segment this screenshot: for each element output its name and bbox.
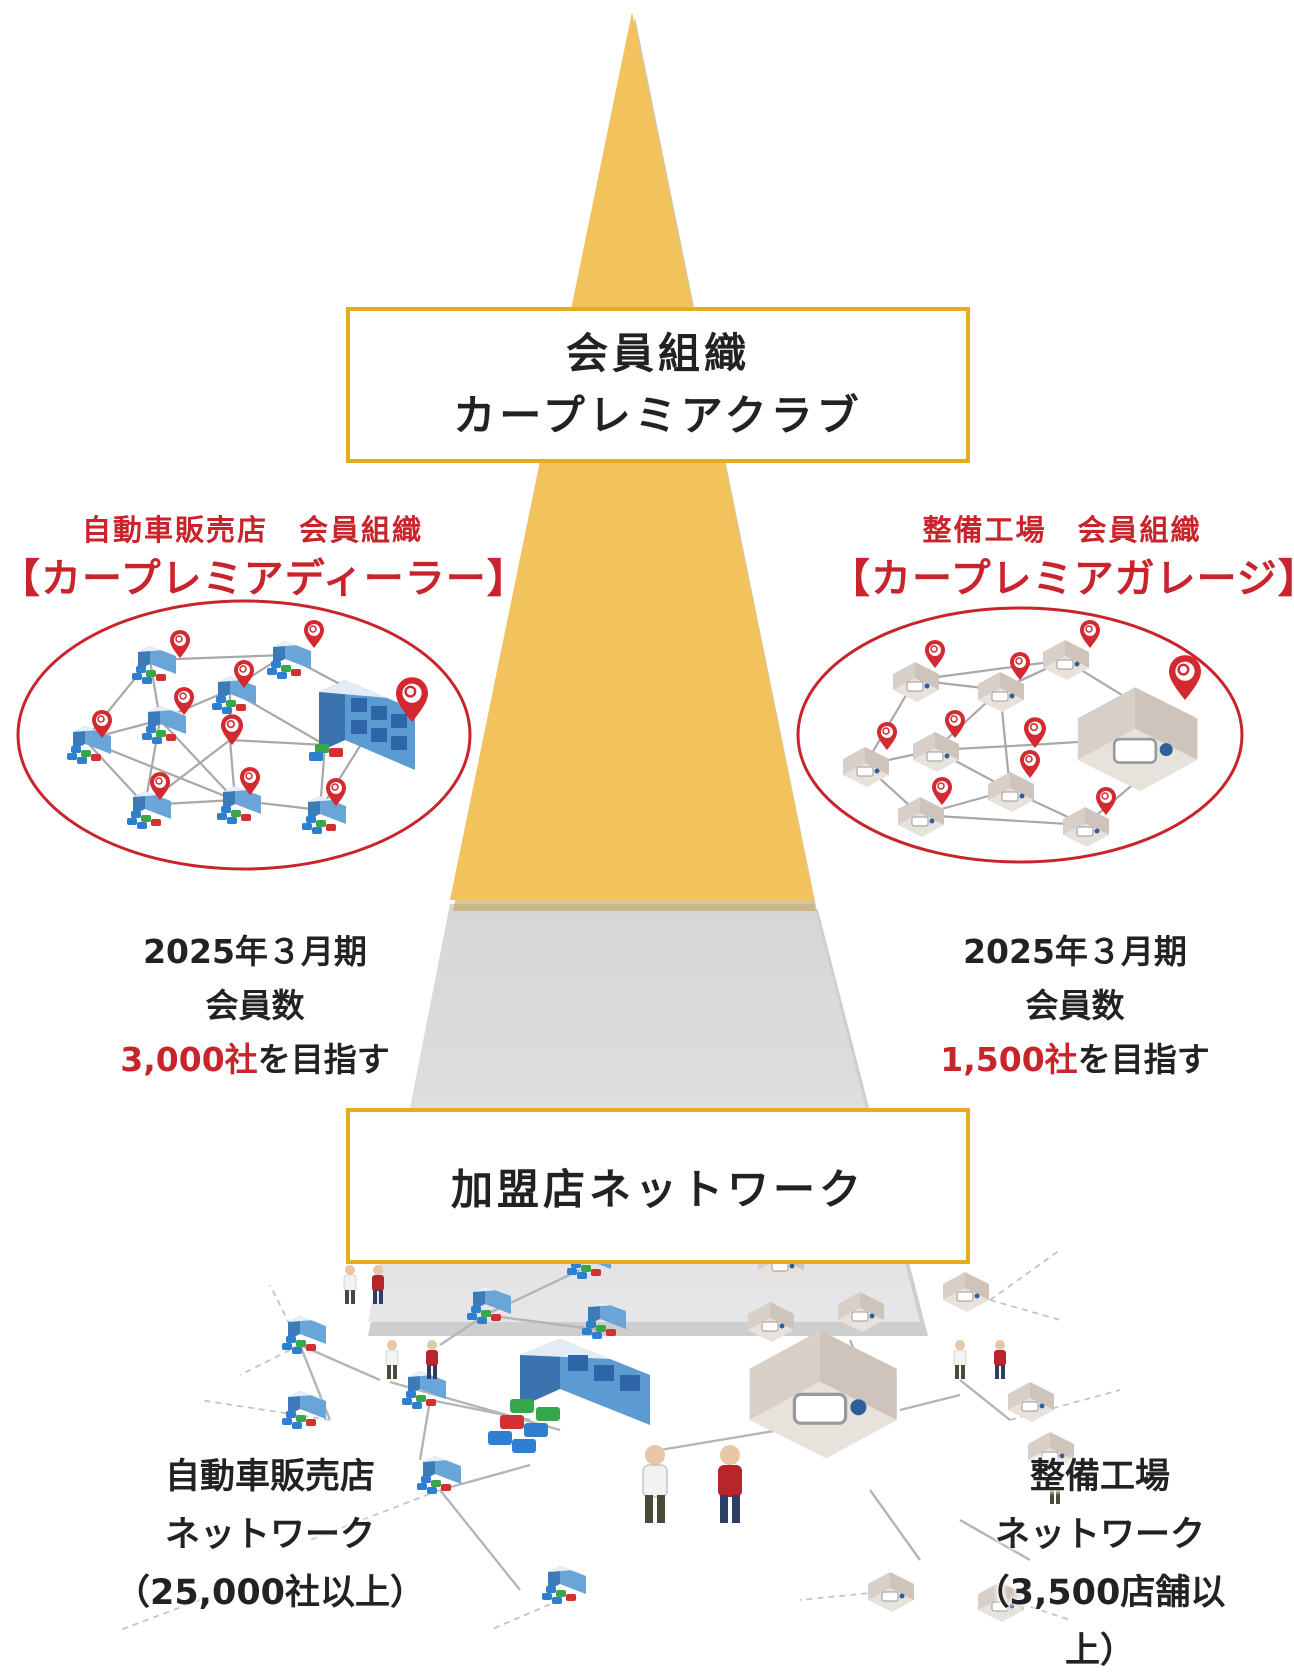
garage-goal-period: 2025年３月期	[963, 932, 1187, 971]
garage-network-label: 整備工場 ネットワーク （3,500店舗以上）	[950, 1448, 1250, 1680]
franchise-network-illustration	[119, 1241, 1121, 1631]
dealer-goal-value: 3,000社	[120, 1040, 258, 1079]
dealer-org-heading: 自動車販売店 会員組織 【カープレミアディーラー】	[0, 510, 528, 608]
garage-goal-suffix: を目指す	[1077, 1040, 1210, 1079]
dealer-goal-target: 3,000社を目指す	[60, 1033, 450, 1087]
garage-network-illustration	[796, 606, 1244, 864]
dealer-network-line2: ネットワーク	[164, 1515, 375, 1555]
garage-network-line2: ネットワーク	[994, 1515, 1205, 1555]
member-club-line2: カープレミアクラブ	[453, 391, 863, 440]
dealer-network-line1: 自動車販売店	[164, 1457, 375, 1497]
garage-goal: 2025年３月期 会員数 1,500社を目指す	[880, 925, 1270, 1087]
member-club-line1: 会員組織	[565, 329, 750, 378]
dealer-goal-period: 2025年３月期	[143, 932, 367, 971]
dealer-goal-label: 会員数	[205, 986, 305, 1025]
franchise-network-box: 加盟店ネットワーク	[346, 1108, 970, 1264]
dealer-network-label: 自動車販売店 ネットワーク （25,000社以上）	[110, 1448, 430, 1622]
dealer-goal: 2025年３月期 会員数 3,000社を目指す	[60, 925, 450, 1087]
franchise-network-label: 加盟店ネットワーク	[450, 1164, 865, 1214]
garage-network-line1: 整備工場	[1029, 1457, 1170, 1497]
garage-org-heading: 整備工場 会員組織 【カープレミアガレージ】	[830, 510, 1294, 608]
garage-goal-value: 1,500社	[940, 1040, 1078, 1079]
dealer-network-illustration	[16, 599, 472, 871]
garage-org-title: 【カープレミアガレージ】	[830, 556, 1294, 602]
dealer-org-subtitle: 自動車販売店 会員組織	[81, 513, 423, 547]
dealer-network-line3: （25,000社以上）	[114, 1573, 426, 1613]
member-club-box: 会員組織 カープレミアクラブ	[346, 307, 970, 463]
dealer-org-title: 【カープレミアディーラー】	[0, 556, 528, 602]
garage-network-line3: （3,500店舗以上）	[974, 1573, 1226, 1671]
garage-org-subtitle: 整備工場 会員組織	[922, 513, 1202, 547]
garage-goal-label: 会員数	[1025, 986, 1125, 1025]
garage-goal-target: 1,500社を目指す	[880, 1033, 1270, 1087]
pyramid-diagram	[16, 12, 1244, 1631]
dealer-goal-suffix: を目指す	[257, 1040, 390, 1079]
